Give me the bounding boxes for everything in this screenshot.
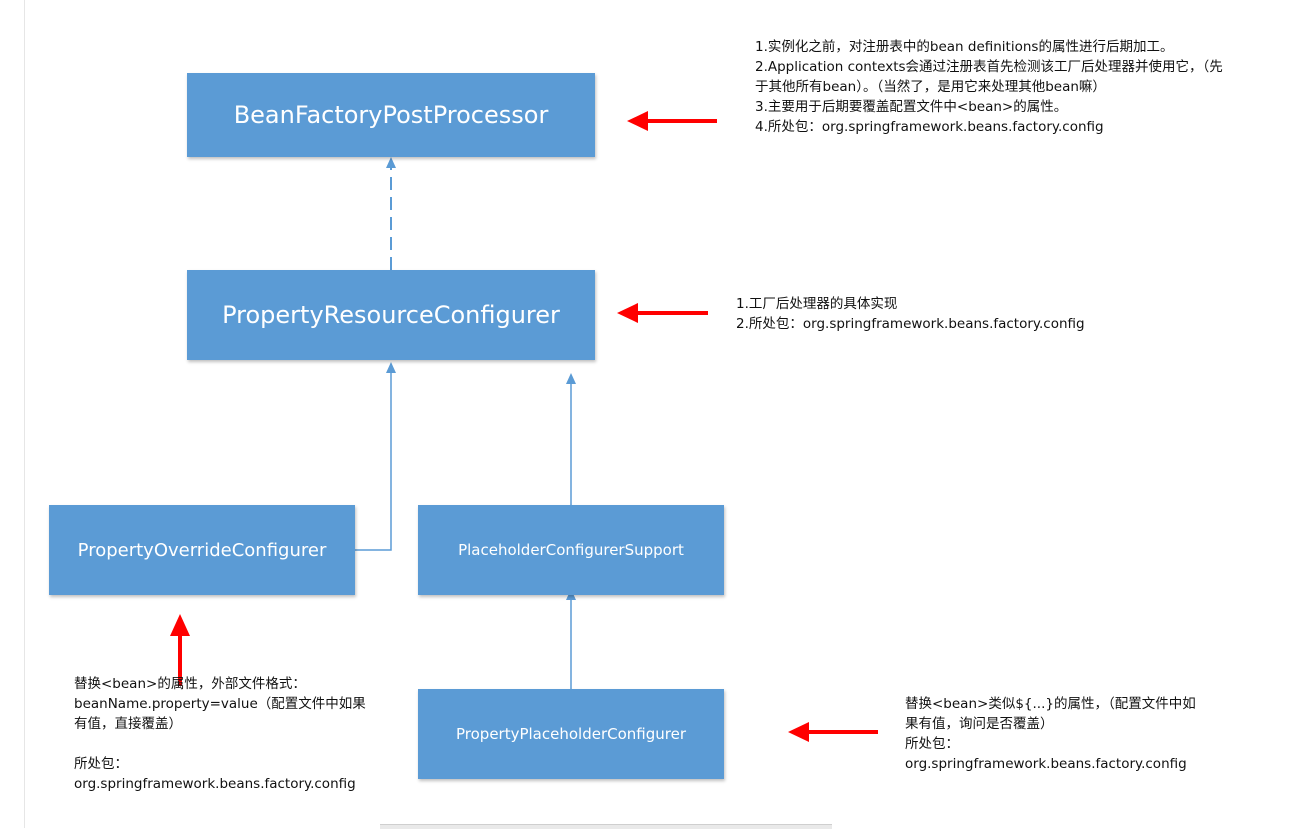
box-label: PropertyResourceConfigurer	[222, 301, 560, 329]
note-line: 所处包：org.springframework.beans.factory.co…	[74, 756, 356, 792]
box-label: PlaceholderConfigurerSupport	[458, 541, 684, 559]
note-line: 2.Application contexts会通过注册表首先检测该工厂后处理器并…	[755, 59, 1223, 95]
property-override-configurer-note: 替换<bean>的属性，外部文件格式：beanName.property=val…	[74, 674, 374, 794]
page-left-border	[24, 0, 25, 828]
horizontal-scrollbar[interactable]	[380, 824, 832, 829]
override-arrowhead	[386, 362, 396, 373]
note-line: 3.主要用于后期要覆盖配置文件中<bean>的属性。	[755, 99, 1068, 115]
property-resource-configurer-note: 1.工厂后处理器的具体实现 2.所处包：org.springframework.…	[736, 294, 1156, 334]
note-line: 所处包：org.springframework.beans.factory.co…	[905, 736, 1187, 772]
box-label: PropertyPlaceholderConfigurer	[456, 725, 686, 743]
note-line: 1.实例化之前，对注册表中的bean definitions的属性进行后期加工。	[755, 39, 1174, 55]
red-arrowhead-poc	[170, 614, 190, 636]
bean-factory-post-processor-box: BeanFactoryPostProcessor	[187, 73, 595, 157]
red-arrowhead-ppc	[788, 722, 809, 742]
red-arrowhead-bfpp	[627, 111, 648, 131]
bean-factory-post-processor-note: 1.实例化之前，对注册表中的bean definitions的属性进行后期加工。…	[755, 37, 1225, 137]
support-arrowhead	[566, 373, 576, 384]
note-line: 2.所处包：org.springframework.beans.factory.…	[736, 316, 1085, 332]
note-line: 4.所处包：org.springframework.beans.factory.…	[755, 119, 1104, 135]
red-arrowhead-prc	[617, 303, 638, 323]
box-label: BeanFactoryPostProcessor	[233, 101, 549, 129]
override-to-resource-connector	[355, 373, 392, 551]
property-placeholder-configurer-note: 替换<bean>类似${...}的属性，（配置文件中如果有值，询问是否覆盖） 所…	[905, 694, 1205, 774]
property-resource-configurer-box: PropertyResourceConfigurer	[187, 270, 595, 360]
note-line: 1.工厂后处理器的具体实现	[736, 296, 898, 312]
placeholder-configurer-support-box: PlaceholderConfigurerSupport	[418, 505, 724, 595]
realization-arrowhead	[386, 157, 396, 168]
property-override-configurer-box: PropertyOverrideConfigurer	[49, 505, 355, 595]
note-line: 替换<bean>的属性，外部文件格式：beanName.property=val…	[74, 676, 366, 732]
note-line: 替换<bean>类似${...}的属性，（配置文件中如果有值，询问是否覆盖）	[905, 696, 1196, 732]
box-label: PropertyOverrideConfigurer	[77, 539, 327, 561]
property-placeholder-configurer-box: PropertyPlaceholderConfigurer	[418, 689, 724, 779]
